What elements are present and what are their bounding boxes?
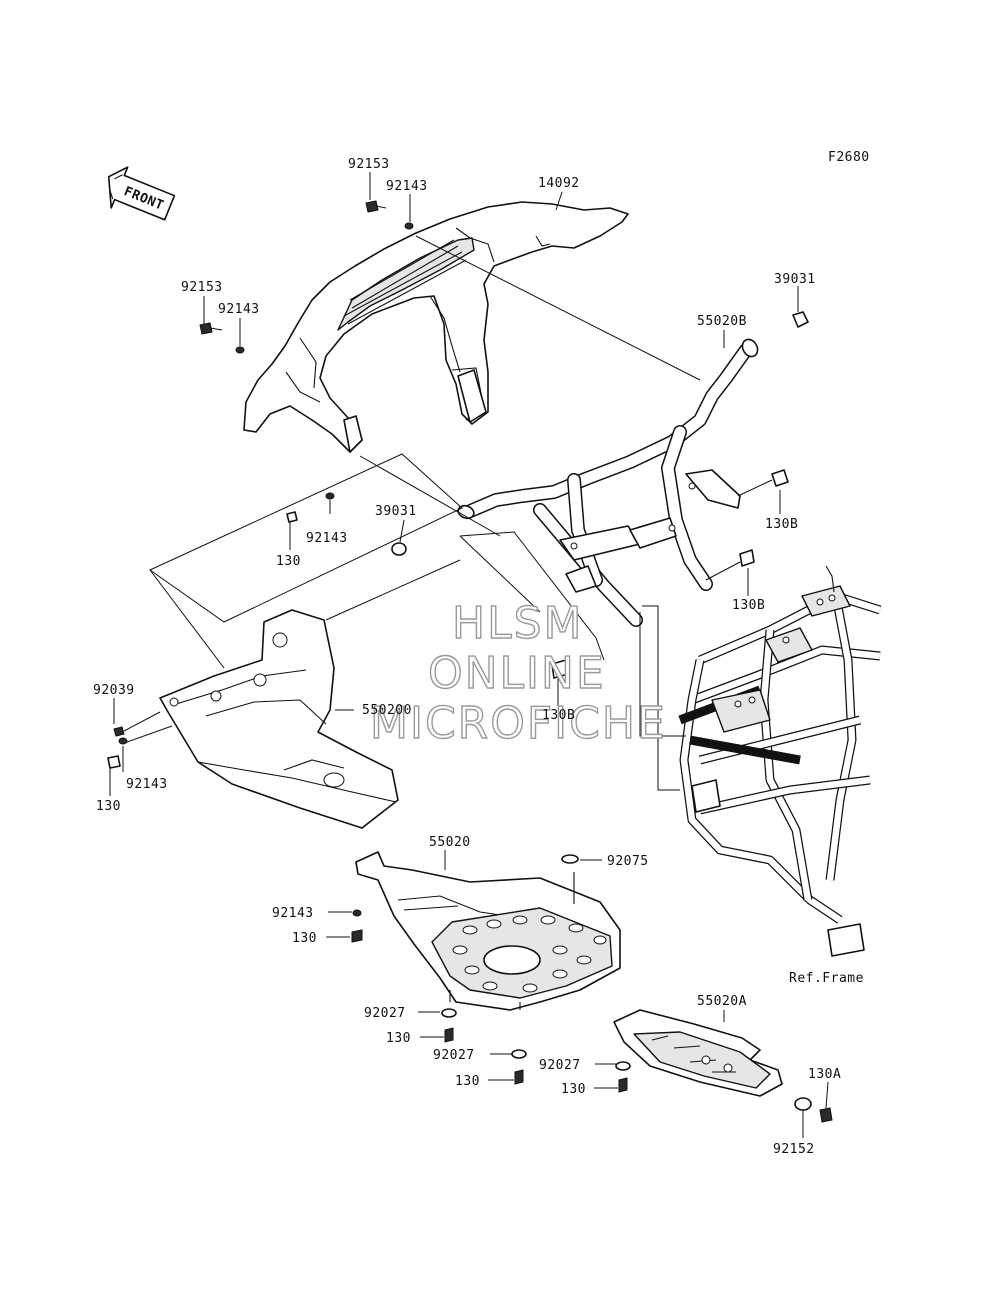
callout-label: 55020 — [429, 835, 471, 850]
bolt-icon — [514, 1069, 524, 1085]
callout-label: 14092 — [538, 176, 580, 191]
washer-icon — [352, 909, 362, 917]
bolt-icon — [199, 322, 223, 335]
bolt-icon — [351, 929, 363, 943]
cap-icon — [792, 311, 809, 328]
callout-label: 92143 — [126, 777, 168, 792]
front-fender-14092 — [243, 201, 629, 453]
bolt-icon — [737, 469, 789, 497]
skid-plate-holes — [452, 915, 607, 993]
bolt-icon — [551, 659, 569, 679]
callout-label: 92153 — [348, 157, 390, 172]
plug-icon — [391, 542, 407, 556]
fasteners — [107, 200, 833, 1123]
callout-label: 130 — [276, 554, 301, 569]
front-guard-55020C — [159, 609, 399, 829]
callout-label: 92153 — [181, 280, 223, 295]
callout-label: 39031 — [774, 272, 816, 287]
collar-icon — [511, 1049, 527, 1059]
callout-label: 92152 — [773, 1142, 815, 1157]
washer-icon — [235, 346, 245, 354]
callout-label: 92027 — [539, 1058, 581, 1073]
bolt-icon — [365, 200, 387, 213]
callout-label: 130A — [808, 1067, 841, 1082]
callout-label: 130 — [455, 1074, 480, 1089]
callout-leaders — [109, 172, 829, 1138]
callout-label: 550200 — [362, 703, 412, 718]
front-frame-55020B — [457, 338, 759, 627]
callout-label: 130 — [292, 931, 317, 946]
reference-lines — [149, 235, 701, 791]
washer-icon — [325, 492, 335, 500]
callout-label: 92143 — [272, 906, 314, 921]
watermark-line-3: MICROFICHE — [370, 698, 667, 749]
skid-plate-55020 — [355, 851, 621, 1011]
callout-label: 39031 — [375, 504, 417, 519]
main-frame-reference — [678, 565, 882, 957]
rivet-icon — [113, 711, 161, 737]
callout-label: 55020B — [697, 314, 747, 329]
bolt-icon — [444, 1027, 454, 1043]
watermark-line-2: ONLINE — [428, 648, 606, 699]
callout-label: 92143 — [306, 531, 348, 546]
skid-plate-55020A — [613, 1009, 783, 1097]
callout-label: 130B — [765, 517, 798, 532]
collar-icon — [615, 1061, 631, 1071]
callout-label: 130B — [732, 598, 765, 613]
front-arrow-icon: FRONT — [107, 166, 176, 221]
ref-frame-label: Ref.Frame — [789, 971, 864, 986]
callout-label: 130 — [386, 1031, 411, 1046]
callout-label: 130 — [561, 1082, 586, 1097]
plug-icon — [561, 854, 579, 864]
callout-label: 130 — [96, 799, 121, 814]
washer-icon — [404, 222, 414, 230]
callout-label: 92075 — [607, 854, 649, 869]
callout-label: 55020A — [697, 994, 747, 1009]
washer-icon — [118, 737, 128, 745]
washer-icon — [794, 1097, 812, 1111]
callout-label: 92143 — [218, 302, 260, 317]
bolt-icon — [618, 1077, 628, 1093]
bolt-icon — [705, 549, 755, 581]
callout-label: 92027 — [364, 1006, 406, 1021]
callout-label: 92027 — [433, 1048, 475, 1063]
nut-icon — [107, 755, 121, 769]
nut-icon — [286, 511, 298, 523]
watermark-line-1: HLSM — [452, 598, 584, 649]
bolt-icon — [819, 1107, 833, 1123]
callout-label: 92143 — [386, 179, 428, 194]
callout-label: 92039 — [93, 683, 135, 698]
callout-labels: 92153 92143 14092 92153 92143 39031 5502… — [93, 157, 841, 1157]
watermark: HLSM ONLINE MICROFICHE — [369, 597, 667, 749]
diagram-id: F2680 — [828, 150, 870, 165]
collar-icon — [441, 1008, 457, 1018]
callout-label: 130B — [542, 708, 575, 723]
